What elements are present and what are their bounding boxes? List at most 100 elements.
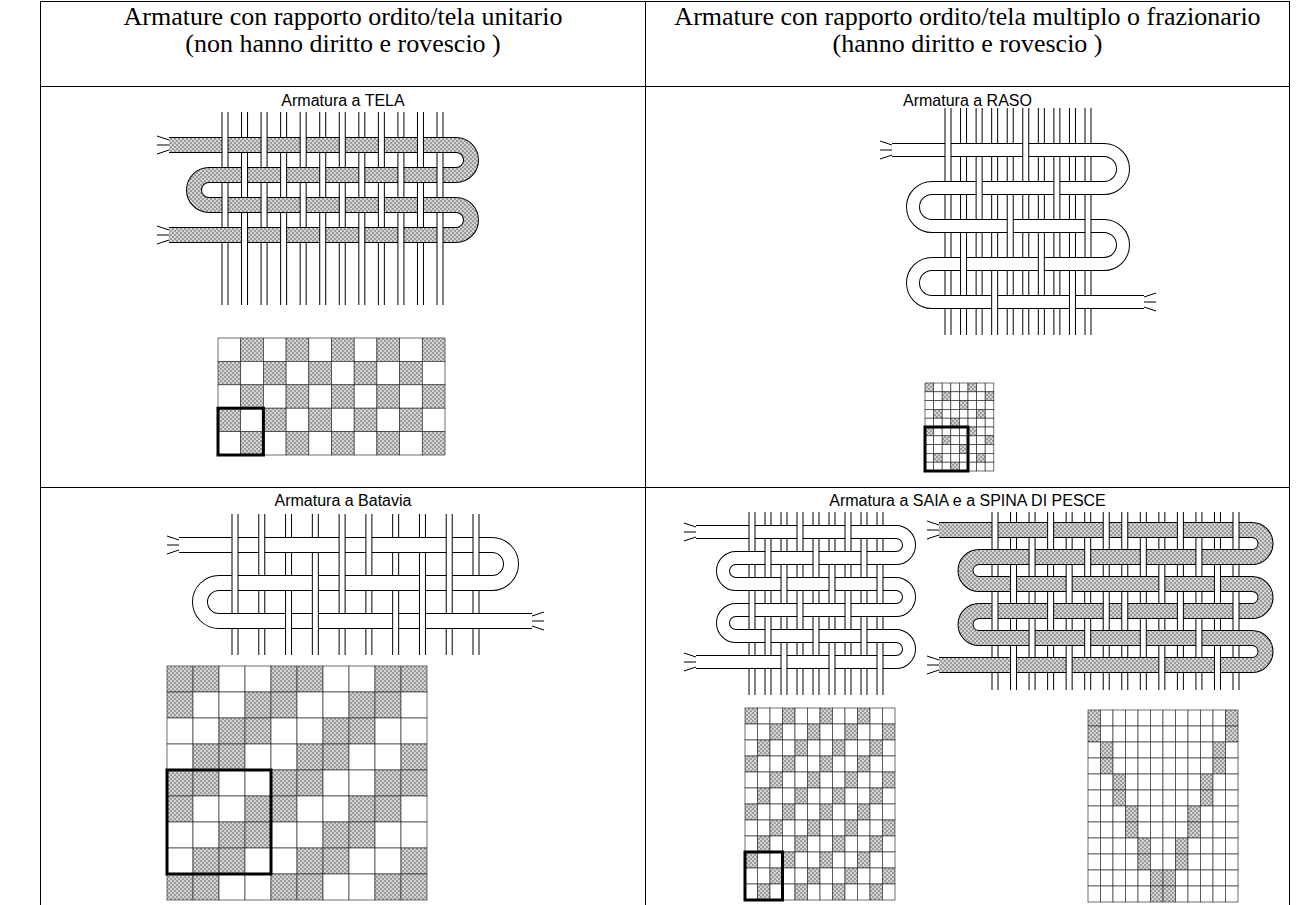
warp-thread (1214, 512, 1215, 690)
weft-tail (684, 667, 696, 671)
warp-float (813, 551, 819, 565)
grid-cell (858, 820, 871, 836)
grid-cell (377, 432, 400, 455)
warp-thread (291, 613, 292, 629)
warp-float (339, 575, 345, 591)
warp-float (286, 613, 292, 629)
grid-cell (745, 852, 758, 868)
grid-cell (870, 884, 883, 900)
grid-cell (219, 744, 245, 770)
warp-thread (446, 575, 447, 591)
warp-thread (1090, 630, 1091, 646)
grid-cell (795, 868, 808, 884)
grid-cell (1201, 774, 1214, 790)
grid-cell (167, 744, 193, 770)
grid-cell (770, 868, 783, 884)
grid-cell (1176, 742, 1189, 758)
grid-cell (349, 848, 375, 874)
grid-cell (858, 868, 871, 884)
grid-cell (400, 408, 423, 431)
grid-cell (833, 772, 846, 788)
warp-thread (1177, 522, 1178, 538)
warp-float (300, 137, 306, 153)
grid-cell (193, 718, 219, 744)
grid-cell (377, 385, 400, 408)
warp-thread (228, 137, 229, 153)
warp-thread (452, 514, 453, 655)
warp-thread (1109, 603, 1110, 619)
grid-cell (323, 718, 349, 744)
warp-thread (285, 613, 286, 629)
weft-outline (892, 150, 1144, 302)
grid-cell (795, 708, 808, 724)
grid-cell (977, 436, 986, 445)
grid-cell (297, 744, 323, 770)
warp-thread (452, 537, 453, 553)
grid-cell (167, 666, 193, 692)
grid-cell (1213, 790, 1226, 806)
weft-tail (684, 537, 696, 541)
grid-cell (332, 432, 355, 455)
warp-thread (861, 629, 862, 643)
warp-thread (1010, 657, 1011, 673)
grid-cell (349, 666, 375, 692)
grid-cell (1176, 790, 1189, 806)
warp-thread (749, 525, 750, 539)
grid-cell (323, 848, 349, 874)
weft-tail (684, 532, 696, 533)
warp-thread (1053, 181, 1054, 195)
grid-cell (1201, 838, 1214, 854)
grid-cell (1113, 726, 1126, 742)
warp-thread (1164, 657, 1165, 673)
weave-drawing (157, 112, 471, 305)
grid-cell (977, 427, 986, 436)
warp-thread (306, 137, 307, 153)
warp-thread (325, 227, 326, 243)
grid-cell (795, 740, 808, 756)
grid-cell (883, 804, 896, 820)
grid-cell (1226, 742, 1239, 758)
grid-cell (977, 445, 986, 454)
grid-cell (985, 436, 994, 445)
grid-cell (167, 692, 193, 718)
warp-thread (258, 537, 259, 553)
grid-cell (1163, 886, 1176, 902)
grid-cell (1138, 742, 1151, 758)
grid-cell (1201, 806, 1214, 822)
weave-grid (167, 666, 427, 900)
grid-cell (845, 756, 858, 772)
grid-cell (770, 820, 783, 836)
grid-cell (1138, 790, 1151, 806)
grid-cell (870, 836, 883, 852)
warp-float (765, 629, 771, 643)
grid-cell (833, 820, 846, 836)
warp-thread (1103, 603, 1104, 619)
warp-thread (1010, 576, 1011, 592)
warp-thread (1072, 657, 1073, 673)
grid-cell (883, 868, 896, 884)
grid-cell (1188, 838, 1201, 854)
grid-cell (745, 788, 758, 804)
grid-cell (1113, 886, 1126, 902)
grid-cell (925, 383, 934, 392)
grid-cell (1213, 726, 1226, 742)
warp-thread (883, 577, 884, 591)
grid-cell (167, 822, 193, 848)
weave-grid (745, 708, 895, 900)
warp-float (232, 575, 238, 591)
warp-float (813, 629, 819, 643)
warp-thread (318, 514, 319, 655)
warp-thread (1072, 512, 1073, 690)
warp-float (300, 197, 306, 213)
warp-thread (312, 613, 313, 629)
grid-cell (1088, 742, 1101, 758)
warp-float (976, 181, 982, 195)
grid-cell (245, 718, 271, 744)
grid-cell (1201, 726, 1214, 742)
grid-cell (858, 884, 871, 900)
grid-cell (263, 338, 286, 361)
warp-thread (306, 197, 307, 213)
warp-thread (966, 257, 967, 271)
grid-cell (332, 338, 355, 361)
warp-float (446, 537, 452, 553)
